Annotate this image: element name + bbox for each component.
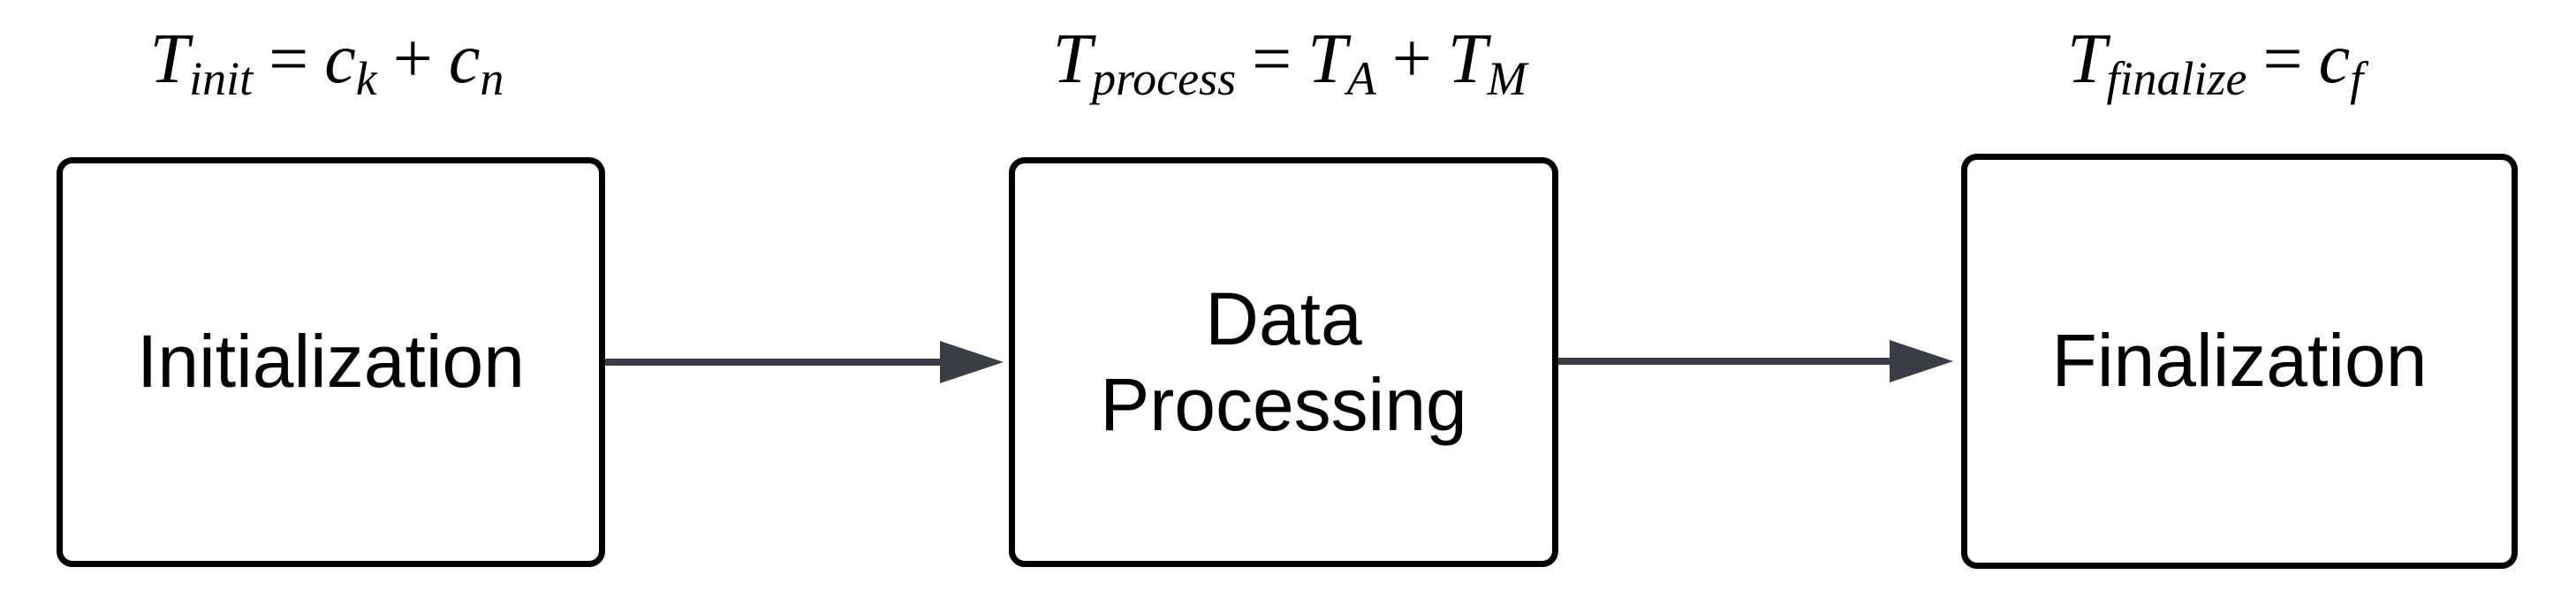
stage-label-data-processing: Data Processing — [1100, 276, 1467, 446]
formula-term-2: TM — [1447, 20, 1527, 105]
formula-lhs: Tprocess — [1052, 20, 1237, 105]
formula-plus: + — [392, 20, 433, 98]
formula-equals: = — [2262, 20, 2303, 98]
formula-lhs: Tfinalize — [2067, 20, 2247, 105]
formula-term-1: cf — [2318, 20, 2364, 105]
stage-label-initialization: Initialization — [137, 320, 525, 404]
formula-finalization: Tfinalize = cf — [1943, 11, 2509, 108]
formula-equals: = — [1252, 20, 1292, 98]
stage-label-finalization: Finalization — [2051, 319, 2428, 403]
formula-plus: + — [1391, 20, 1432, 98]
formula-term-2: cn — [448, 20, 504, 105]
arrow-initialization-to-processing — [604, 341, 1004, 383]
stage-box-finalization: Finalization — [1961, 154, 2518, 569]
stage-box-initialization: Initialization — [57, 157, 605, 567]
formula-equals: = — [269, 20, 309, 98]
arrow-processing-to-finalization — [1557, 340, 1953, 382]
formula-initialization: Tinit = ck + cn — [53, 11, 601, 108]
formula-lhs: Tinit — [149, 20, 254, 105]
formula-term-1: TA — [1307, 20, 1376, 105]
stage-box-data-processing: Data Processing — [1009, 157, 1558, 567]
formula-term-1: ck — [324, 20, 377, 105]
formula-data-processing: Tprocess = TA + TM — [936, 11, 1643, 108]
